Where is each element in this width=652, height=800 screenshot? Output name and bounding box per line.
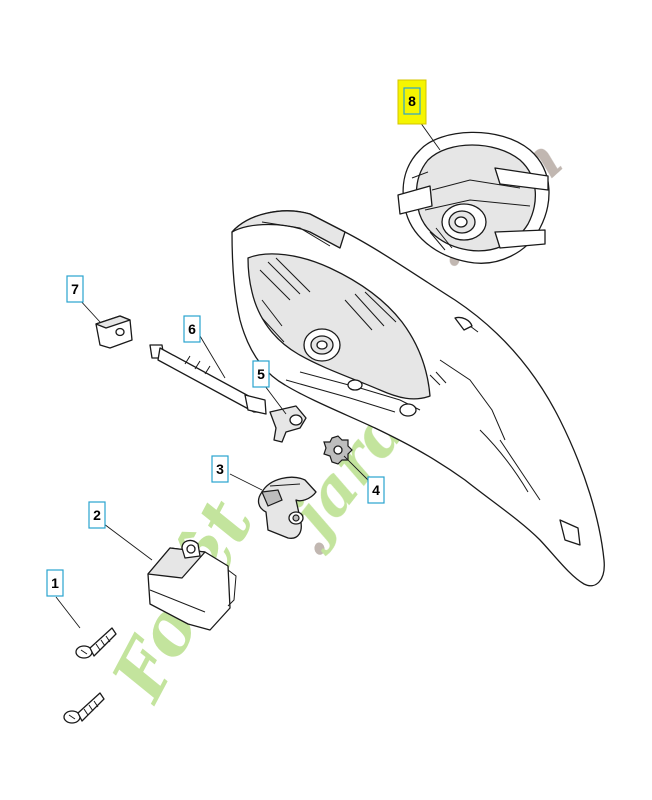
clutch-cover-housing (231, 210, 605, 587)
callout-6-label: 6 (188, 321, 196, 337)
callout-7-label: 7 (71, 281, 79, 297)
callout-4: 4 (367, 476, 385, 504)
leader-3 (229, 473, 263, 491)
leader-6 (199, 335, 226, 379)
callout-3: 3 (211, 455, 229, 483)
callout-8-label: 8 (408, 93, 416, 109)
callout-2-label: 2 (93, 507, 101, 523)
leader-1 (55, 596, 81, 629)
part-1-screw-lower (63, 692, 105, 724)
leader-8 (419, 121, 441, 151)
part-2-bracket (147, 539, 237, 631)
leader-2 (103, 523, 153, 561)
callout-2: 2 (88, 501, 106, 529)
callout-5-label: 5 (257, 366, 265, 382)
callout-6: 6 (183, 315, 201, 343)
part-8-clutch-assembly (397, 131, 550, 264)
callout-3-label: 3 (216, 461, 224, 477)
leader-4 (343, 455, 373, 485)
callout-7: 7 (66, 275, 84, 303)
callout-4-label: 4 (372, 482, 380, 498)
callout-8-highlighted: 8 (397, 79, 427, 125)
part-3-knob (257, 476, 317, 539)
part-5-tensioner-nut (269, 405, 307, 443)
part-7-nut-plate (95, 315, 133, 349)
part-1-screw-upper (75, 627, 117, 659)
callout-5: 5 (252, 360, 270, 388)
part-6-adjusting-screw (149, 344, 267, 415)
callout-1: 1 (46, 569, 64, 597)
callout-1-label: 1 (51, 575, 59, 591)
